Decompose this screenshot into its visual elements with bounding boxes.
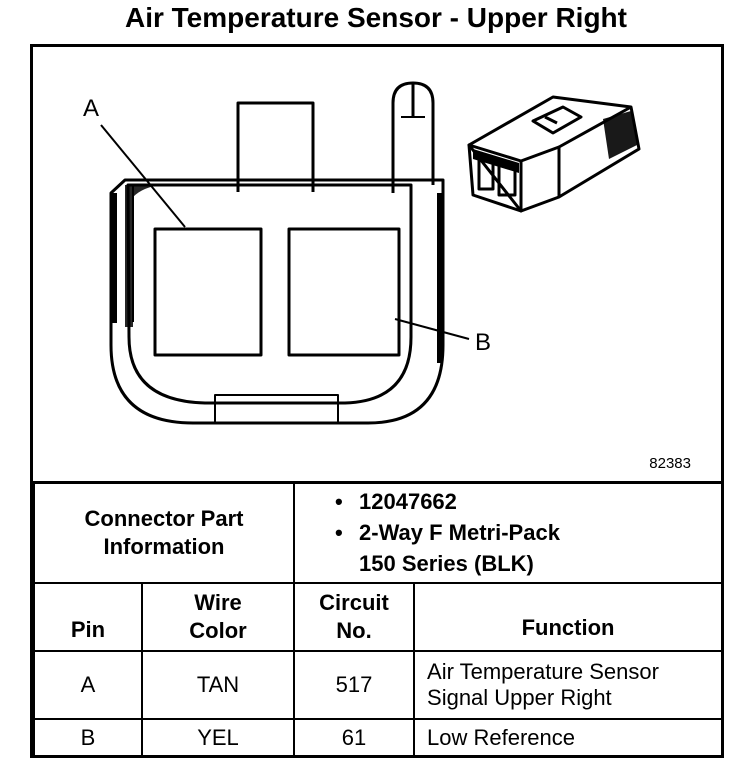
header-pin: Pin <box>33 581 143 652</box>
leader-b <box>394 318 470 340</box>
table-row: B YEL 61 Low Reference <box>33 717 724 759</box>
connector-lock-tab <box>236 101 315 192</box>
pin-cavity-a <box>153 227 263 357</box>
function-cell: Low Reference <box>413 717 724 759</box>
connector-housing-inner <box>126 183 413 405</box>
connector-diagram: A B 82383 <box>33 47 721 481</box>
function-cell: Air Temperature Sensor Signal Upper Righ… <box>413 649 724 720</box>
connector-table: Connector Part Information •12047662 •2-… <box>32 480 724 759</box>
header-wire-color: Wire Color <box>140 581 296 652</box>
leader-a <box>100 124 186 228</box>
page-title: Air Temperature Sensor - Upper Right <box>124 2 627 33</box>
connector-series: 150 Series (BLK) <box>359 551 534 577</box>
callout-a: A <box>83 95 100 122</box>
pin-cell: B <box>33 717 143 759</box>
connector-card: A B 82383 Connector Part Information •12… <box>30 44 724 759</box>
header-function: Function <box>413 581 724 652</box>
connector-housing-outer <box>109 178 445 425</box>
table-row: A TAN 517 Air Temperature Sensor Signal … <box>33 649 724 720</box>
connector-type: •2-Way F Metri-Pack <box>335 520 560 546</box>
pin-table-header: Pin Wire Color Circuit No. Function <box>33 581 724 652</box>
figure-number: 82383 <box>649 455 691 472</box>
circuit-cell: 61 <box>293 717 416 759</box>
wire-color-cell: YEL <box>140 717 296 759</box>
connector-part-number: •12047662 <box>335 489 457 515</box>
pin-cell: A <box>33 649 143 720</box>
connector-guide-post <box>391 81 435 193</box>
connector-drawing <box>100 81 641 425</box>
connector-bottom-latch <box>214 394 339 423</box>
callout-b: B <box>475 329 492 356</box>
connector-info-label: Connector Part Information <box>32 480 296 584</box>
header-circuit-no: Circuit No. <box>293 581 416 652</box>
circuit-cell: 517 <box>293 649 416 720</box>
connector-info-row: Connector Part Information •12047662 •2-… <box>32 480 724 584</box>
pin-cavity-b <box>287 227 401 357</box>
wire-color-cell: TAN <box>140 649 296 720</box>
connector-info-values: •12047662 •2-Way F Metri-Pack 150 Series… <box>293 480 724 584</box>
